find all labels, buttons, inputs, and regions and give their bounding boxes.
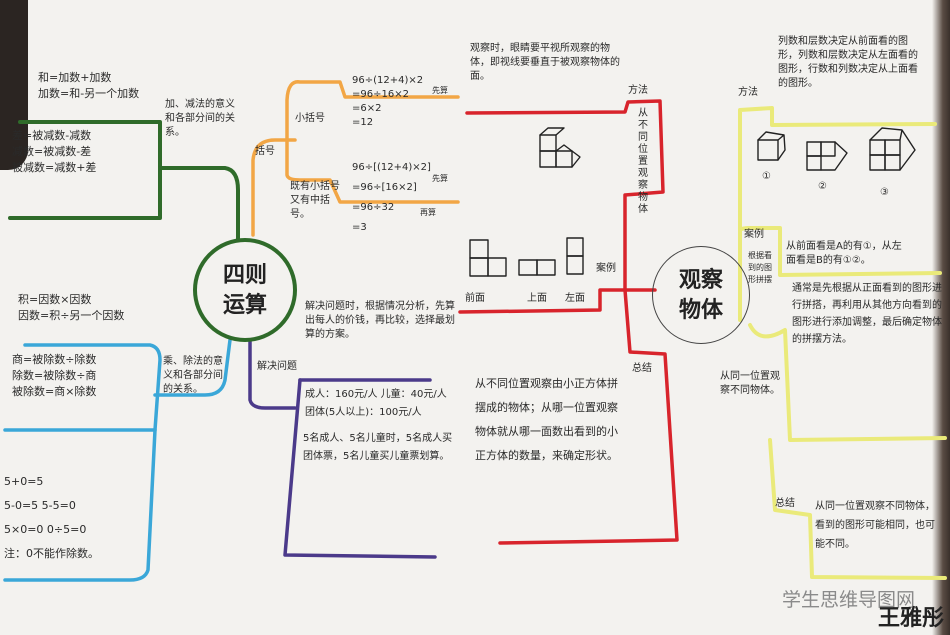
blue-branch [3,338,232,582]
green-branch [8,120,240,242]
red-summary-label: 总结 [632,363,652,374]
small-brackets-calc: 96÷(12+4)×2 =96÷16×2 =6×2 =12 [352,75,424,128]
red-branch [458,99,679,545]
yellow-summary-label: 总结 [775,498,795,509]
view-top: 上面 [527,293,547,304]
yellow-case-text2: 通常是先根据从正面看到的图形进行拼搭，再利用从其他方向看到的图形进行添加调整，最… [792,283,942,345]
problems-intro: 解决问题时，根据情况分析，先算出每人的价钱，再比较，选择最划算的方案。 [305,301,455,340]
orange-branch [251,80,460,237]
view-left: 左面 [565,293,585,304]
sub-formulas: 差=被减数-减数 减数=被减数-差 被减数=减数+差 [12,129,97,174]
ticket-prices: 成人：160元/人 儿童：40元/人 团体(5人以上)：100元/人 [305,389,447,418]
mul-formulas: 积=因数×因数 因数=积÷另一个因数 [18,293,125,322]
purple-branch [248,338,437,559]
yellow-method-label: 方法 [738,87,758,98]
mixed-second-note: 再算 [420,208,436,217]
signature: 王雅彤 [878,605,945,631]
mixed-brackets-label: 既有小括号又有中括号。 [290,181,340,220]
yellow-case-text1: 从前面看是A的有①，从左面看是B的有①②。 [786,241,902,266]
add-formulas: 和=加数+加数 加数=和-另一个加数 [38,71,140,100]
div-formulas: 商=被除数÷除数 除数=被除数÷商 被除数=商×除数 [12,353,97,398]
table-edge [0,0,28,170]
problem-answer: 5名成人、5名儿童时，5名成人买团体票，5名儿童买儿童票划算。 [303,433,453,462]
marker-1: ① [762,171,771,182]
marker-3: ③ [880,187,889,198]
small-brackets-label: 小括号 [295,113,325,124]
yellow-case-label: 案例 [744,229,764,240]
marker-2: ② [818,181,827,192]
view-front: 前面 [465,293,485,304]
yellow-branch [738,106,947,580]
red-method-label: 方法 [628,85,648,96]
brackets-label: 括号 [255,146,275,157]
zero-rules: 5+0=5 5-0=5 5-5=0 5×0=0 0÷5=0 注：0不能作除数。 [4,475,99,560]
mixed-brackets-calc: 96÷[(12+4)×2] =96÷[16×2] =96÷32 =3 [352,162,431,233]
mixed-first-note: 先算 [432,174,448,183]
problems-label: 解决问题 [257,361,297,372]
add-sub-label: 加、减法的意义和各部分间的关系。 [165,99,235,138]
observe-note: 观察时，眼睛要平视所观察的物体，即视线要垂直于被观察物体的面。 [470,43,620,82]
red-case-label: 案例 [596,263,616,274]
watermark: 学生思维导图网 [782,589,916,611]
cube-drawings [469,127,916,277]
red-method-sub: 从不同位置观察物体 [638,108,648,215]
yellow-method-text: 列数和层数决定从前面看的图形，列数和层数决定从左面看的图形，行数和列数决定从上面… [778,36,918,89]
red-summary-text: 从不同位置观察由小正方体拼摆成的物体；从哪一位置观察物体就从哪一面数出看到的小正… [475,377,618,462]
center-node-arithmetic: 四则 运算 [193,238,297,342]
yellow-summary-text: 从同一位置观察不同物体，看到的图形可能相同，也可能不同。 [815,501,935,550]
yellow-case-sub: 根据看到的图形拼摆 [748,251,772,284]
mul-div-label: 乘、除法的意义和各部分间的关系。 [163,356,223,395]
center-node-observing-objects: 观察 物体 [652,246,750,344]
first-calc-note: 先算 [432,86,448,95]
same-position-text: 从同一位置观察不同物体。 [720,371,780,396]
table-edge-right [932,0,950,635]
